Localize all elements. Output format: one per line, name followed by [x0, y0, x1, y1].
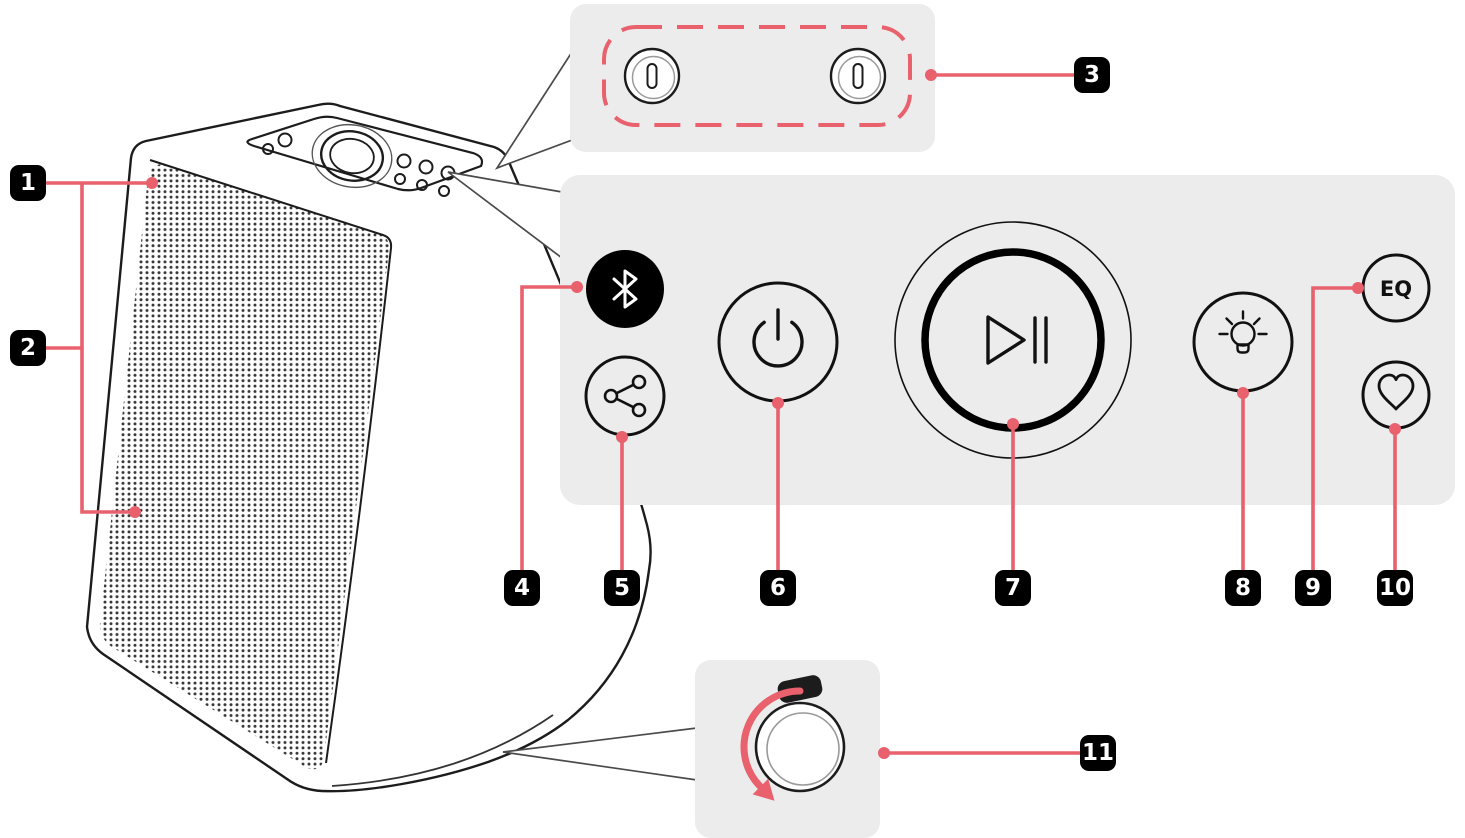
callout-line-dots — [129, 69, 1401, 759]
callout-label-2: 2 — [10, 330, 46, 366]
knobs-highlight-dashed-box — [602, 25, 912, 127]
bottom-cap-group — [740, 675, 846, 801]
callout-lines — [46, 73, 1397, 755]
callout-label-8: 8 — [1225, 570, 1261, 606]
heart-icon — [1377, 373, 1415, 411]
knob-slot — [646, 63, 658, 89]
cap-icon — [754, 701, 846, 793]
knob-inner-ring — [631, 55, 676, 100]
bluetooth-icon — [612, 269, 638, 309]
callout-label-6: 6 — [760, 570, 796, 606]
callout-pointers — [447, 49, 698, 781]
callout-line-9 — [1311, 286, 1358, 570]
top-panel-outline — [246, 115, 484, 192]
callout-label-5: 5 — [604, 570, 640, 606]
top-panel-button — [262, 143, 274, 155]
callout-label-11: 11 — [1080, 735, 1116, 771]
eq-button: EQ — [1361, 253, 1431, 323]
eq-button-label: EQ — [1380, 277, 1412, 301]
speaker-illustration — [85, 102, 652, 793]
callout-label-7: 7 — [995, 570, 1031, 606]
callout-line-2 — [46, 183, 135, 514]
knob-inner-ring — [837, 55, 882, 100]
callout-label-4: 4 — [504, 570, 540, 606]
power-icon — [752, 308, 804, 368]
speaker-front-edge — [149, 159, 393, 764]
callout-label-10: 10 — [1377, 570, 1413, 606]
bluetooth-button — [586, 250, 664, 328]
speaker-grille — [99, 164, 390, 770]
link-icon — [603, 374, 647, 418]
callout-label-3: 3 — [1074, 57, 1110, 93]
callout-label-1: 1 — [10, 165, 46, 201]
top-panel-button — [418, 159, 434, 175]
top-panel-button — [396, 153, 412, 169]
top-knob — [319, 130, 385, 182]
top-panel-button — [394, 173, 406, 185]
play-pause-icon — [986, 315, 1048, 365]
device-top-panel — [246, 115, 484, 197]
knob-slot — [852, 63, 864, 89]
cap-inner-ring — [766, 712, 840, 786]
top-panel-button — [277, 132, 293, 148]
pointer-top-panel — [494, 49, 573, 170]
cap-rotate-arrow-icon — [740, 687, 804, 801]
controls-panel — [560, 175, 1455, 505]
top-panel-button — [416, 179, 428, 191]
knob-right — [829, 47, 887, 105]
callout-line-4 — [520, 285, 577, 570]
top-panel-button — [438, 185, 450, 197]
knob-left — [623, 47, 681, 105]
top-knobs-panel — [570, 4, 935, 152]
top-knob-recess — [311, 123, 393, 189]
speaker-bottom-edge — [331, 714, 554, 787]
light-icon — [1218, 310, 1268, 354]
top-knob-inner — [329, 137, 375, 175]
top-knobs-group — [602, 25, 912, 127]
callout-label-9: 9 — [1295, 570, 1331, 606]
